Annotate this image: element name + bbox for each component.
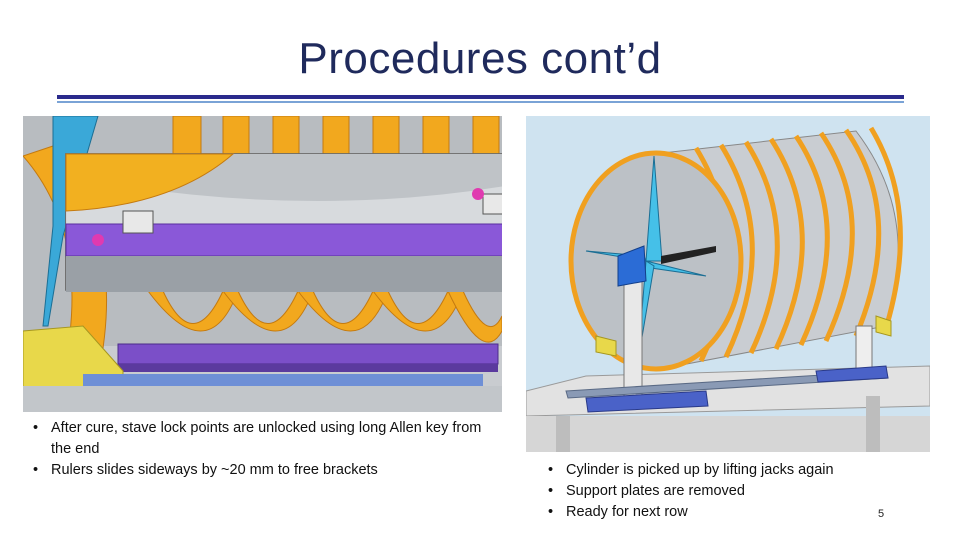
list-item: Cylinder is picked up by lifting jacks a… (542, 460, 872, 481)
cad-image-cylinder (526, 116, 930, 452)
list-item: After cure, stave lock points are unlock… (27, 418, 497, 460)
list-item: Rulers slides sideways by ~20 mm to free… (27, 460, 497, 481)
cad-render-right (526, 116, 930, 452)
slide-title: Procedures cont’d (298, 34, 662, 83)
left-bullet-list: After cure, stave lock points are unlock… (27, 418, 497, 481)
cad-image-stave-lock (23, 116, 502, 412)
list-item: Support plates are removed (542, 481, 872, 502)
list-item: Ready for next row (542, 502, 872, 523)
page-number: 5 (878, 508, 885, 520)
cad-render-left (23, 116, 502, 412)
title-rule-dark (57, 95, 904, 99)
title-rule-light (57, 101, 904, 103)
right-bullet-list: Cylinder is picked up by lifting jacks a… (542, 460, 872, 523)
